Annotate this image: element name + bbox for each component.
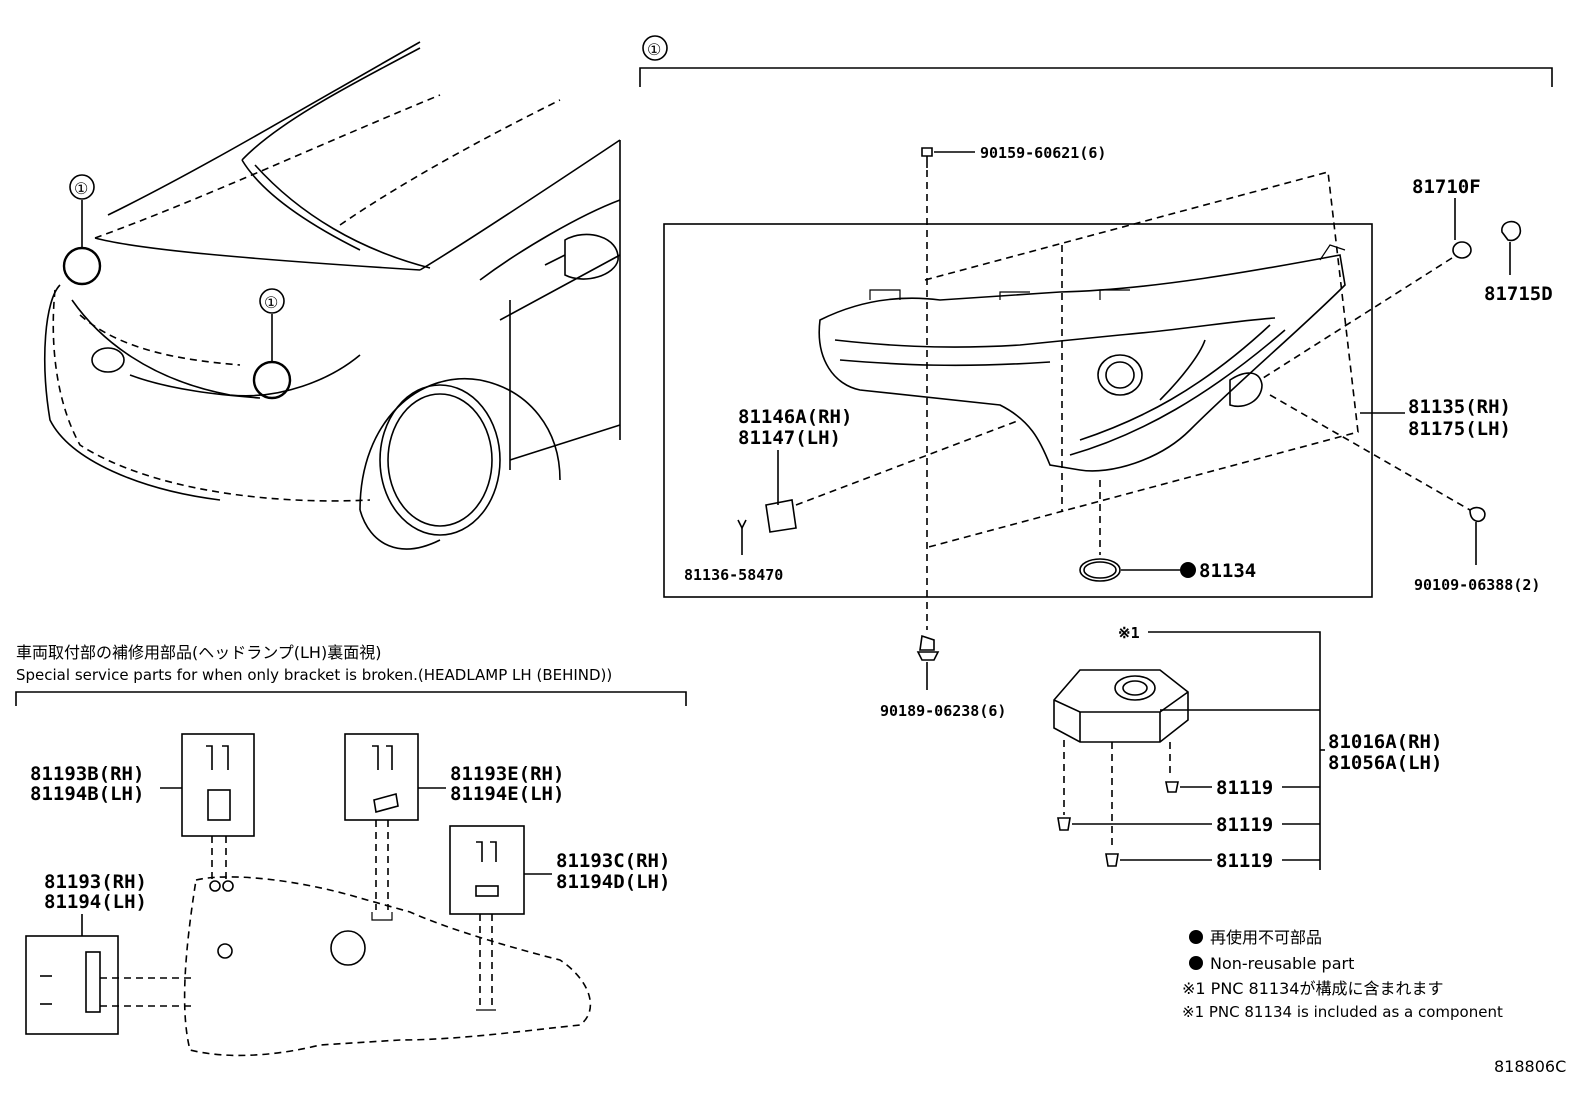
headlamp-marker-right [252, 360, 292, 400]
kit-base-lh: 81194(LH) [44, 891, 147, 913]
legend: 再使用不可部品 Non-reusable part ※1 PNC 81134が構… [1182, 928, 1503, 1021]
kit-b-lh: 81194B(LH) [30, 783, 144, 805]
ballast-assy-rh: 81016A(RH) [1328, 731, 1442, 753]
kit-d-lh: 81194D(LH) [556, 871, 670, 893]
kit-b-rh: 81193B(RH) [30, 763, 144, 785]
nonreusable-dot-en [1189, 956, 1203, 970]
kit-e-rh: 81193E(RH) [450, 763, 564, 785]
part-assy-lh: 81175(LH) [1408, 418, 1511, 440]
part-bolt-bottom: 90189-06238(6) [880, 702, 1006, 720]
nonreusable-dot-gasket [1180, 562, 1196, 578]
bracket-kit-title-en: Special service parts for when only brac… [16, 666, 612, 684]
ballast-mark: ※1 [1118, 624, 1140, 642]
headlamp-assembly: 90159-60621(6) 81710F 81715D 81146A(RH) … [663, 144, 1553, 720]
ballast-screw-2: 81119 [1216, 814, 1273, 836]
bracket-kit-section: 車両取付部の補修用部品(ヘッドランプ(LH)裏面視) Special servi… [15, 643, 687, 1057]
housing-outline [183, 876, 592, 1057]
figure-id: 818806C [1494, 1057, 1566, 1076]
ballast-assy-lh: 81056A(LH) [1328, 752, 1442, 774]
ballast-screw-3: 81119 [1216, 850, 1273, 872]
bracket-kit-title-jp: 車両取付部の補修用部品(ヘッドランプ(LH)裏面視) [16, 643, 381, 662]
part-screw-right: 90109-06388(2) [1414, 576, 1540, 594]
part-cover-f: 81710F [1412, 176, 1481, 198]
part-cover-d: 81715D [1484, 283, 1553, 305]
kit-c-rh: 81193C(RH) [556, 850, 670, 872]
part-bracket-a-lh: 81147(LH) [738, 427, 841, 449]
legend-nonreusable-jp: 再使用不可部品 [1210, 928, 1322, 947]
part-screw: 81136-58470 [684, 566, 783, 584]
ballast-assembly: ※1 81016A(RH) 81056A(LH) 81119 81119 811… [1053, 624, 1442, 872]
part-bolt-top: 90159-60621(6) [980, 144, 1106, 162]
nonreusable-dot-jp [1189, 930, 1203, 944]
kit-base-rh: 81193(RH) [44, 871, 147, 893]
legend-note-jp: ※1 PNC 81134が構成に含まれます [1182, 979, 1443, 998]
part-gasket: 81134 [1199, 560, 1256, 582]
headlamp-marker-left [62, 246, 102, 286]
legend-note-en: ※1 PNC 81134 is included as a component [1182, 1003, 1503, 1021]
callout-left: ① [74, 179, 88, 198]
kit-e-lh: 81194E(LH) [450, 783, 564, 805]
callout-assembly: ① [647, 40, 661, 59]
callout-right: ① [264, 293, 278, 312]
part-bracket-a-rh: 81146A(RH) [738, 406, 852, 428]
car-front-illustration: ① ① [44, 41, 621, 550]
legend-nonreusable-en: Non-reusable part [1210, 954, 1354, 973]
assembly-bracket: ① [639, 35, 1553, 87]
ballast-screw-1: 81119 [1216, 777, 1273, 799]
part-assy-rh: 81135(RH) [1408, 396, 1511, 418]
